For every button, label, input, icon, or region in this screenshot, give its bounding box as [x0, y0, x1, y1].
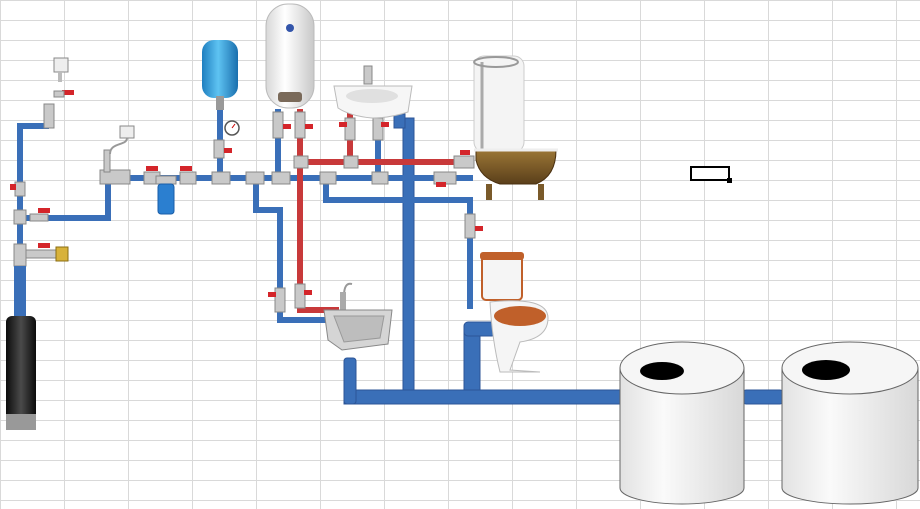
bathtub [473, 55, 558, 200]
drain-pipes [343, 113, 785, 405]
heater-hot-outlet [297, 109, 473, 165]
toilet-supply-line [323, 175, 473, 309]
toilet-valve [464, 213, 483, 239]
water-heater [265, 3, 315, 109]
septic-tank-1 [619, 341, 745, 505]
tee-fitting [211, 139, 232, 185]
valve [13, 208, 50, 225]
main-drain-pipe [343, 389, 623, 405]
kitchen-cold-line [253, 175, 339, 323]
pressure-gauge [224, 120, 240, 136]
washbasin-drain-top [393, 113, 406, 129]
septic-tank-2 [781, 341, 919, 505]
hot-water-pipes [297, 109, 473, 313]
toilet-drain-riser [463, 329, 481, 391]
valve [179, 166, 197, 185]
tee-fitting [245, 171, 457, 187]
washbasin [333, 65, 413, 119]
expansion-tank [202, 40, 238, 110]
submersible-pump [6, 266, 36, 430]
selected-cell-cursor[interactable] [690, 166, 732, 183]
tank-connector-pipe [741, 389, 785, 405]
heater-valves [272, 111, 313, 139]
washbasin-valves [339, 117, 389, 141]
water-filter [155, 175, 177, 215]
kitchen-drain-riser [343, 357, 357, 405]
pressure-switch [53, 57, 69, 82]
valve [43, 90, 74, 129]
drain-valve [13, 243, 69, 267]
toilet-drain-elbow [463, 321, 497, 337]
pressure-switch [109, 125, 135, 155]
valve [10, 181, 26, 197]
hot-tee-fitting [293, 150, 475, 169]
washbasin-drain-riser [402, 117, 415, 391]
valve [99, 149, 131, 185]
fittings [10, 90, 483, 313]
toilet [480, 252, 549, 373]
kitchen-valves [268, 283, 312, 313]
kitchen-sink [323, 282, 393, 351]
